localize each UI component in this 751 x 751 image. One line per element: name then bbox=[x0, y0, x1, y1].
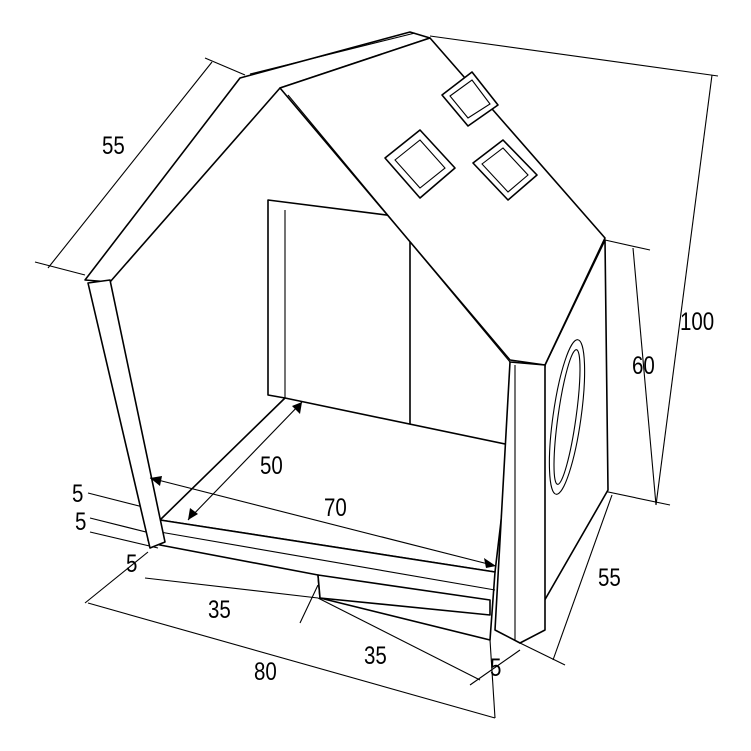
left-thickness-top-label: 5 bbox=[72, 480, 84, 508]
measurement-arrows bbox=[149, 401, 497, 568]
floor-width-label: 70 bbox=[324, 494, 347, 522]
roof-length-label: 55 bbox=[102, 132, 125, 160]
side-depth-label: 55 bbox=[598, 564, 621, 592]
right-front-post bbox=[494, 361, 546, 644]
left-thickness-bottom-label: 5 bbox=[126, 550, 138, 578]
floor-depth-label: 50 bbox=[260, 452, 283, 480]
roof-window-2 bbox=[441, 71, 499, 127]
half-width-left-label: 35 bbox=[208, 596, 231, 624]
left-front-post bbox=[87, 279, 166, 549]
right-thickness-label: 5 bbox=[490, 654, 502, 682]
roof-window-3 bbox=[472, 139, 538, 201]
half-width-right-label: 35 bbox=[364, 642, 387, 670]
dimension-lines bbox=[34, 35, 719, 719]
wall-height-label: 60 bbox=[632, 352, 655, 380]
roof-right-panel bbox=[279, 37, 606, 366]
total-width-label: 80 bbox=[254, 658, 277, 686]
left-thickness-mid-label: 5 bbox=[75, 508, 87, 536]
side-window bbox=[548, 339, 586, 495]
total-height-label: 100 bbox=[680, 308, 715, 336]
roof-window-1 bbox=[384, 129, 456, 199]
